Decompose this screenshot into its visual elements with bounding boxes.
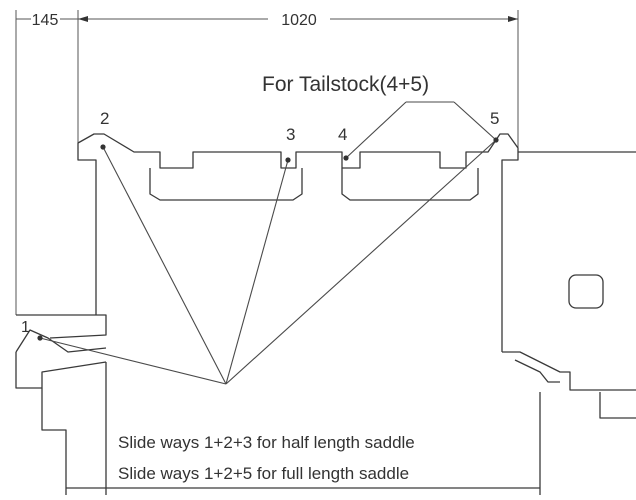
inner-slot-left: [149, 168, 303, 201]
right-lower-inner: [514, 359, 560, 383]
leader-to-way-5: [225, 139, 497, 385]
bed-top-left-profile: [77, 133, 330, 169]
note-full-length-saddle: Slide ways 1+2+5 for full length saddle: [118, 464, 409, 483]
arrowhead-left: [78, 16, 88, 22]
leader-to-way-2: [102, 146, 227, 385]
tailstock-leader-5: [453, 101, 497, 141]
left-v-way: [15, 329, 107, 353]
inner-slot-right: [341, 168, 479, 201]
right-lower-step: [502, 351, 636, 391]
way-labels: 1 2 3 4 5: [21, 109, 499, 336]
way-label-5: 5: [490, 109, 499, 128]
right-foot: [599, 392, 636, 419]
bed-top-right-profile: [330, 133, 519, 169]
left-upper-plate: [16, 314, 107, 339]
arrowhead-right: [508, 16, 518, 22]
way-2-dot: [100, 144, 106, 150]
way-dots: [37, 137, 499, 341]
left-leg: [41, 388, 67, 495]
left-way-assembly: [15, 314, 107, 495]
way-label-1: 1: [21, 319, 30, 336]
way-label-4: 4: [338, 125, 347, 144]
way-label-3: 3: [286, 125, 295, 144]
dimension-145: 145: [15, 10, 78, 315]
dimension-label-145: 145: [32, 12, 59, 29]
way-3-dot: [285, 157, 291, 163]
leader-lines: [39, 101, 497, 385]
leader-to-way-3: [225, 159, 289, 385]
left-lower-plate: [15, 352, 107, 389]
tailstock-leader-4: [345, 101, 407, 159]
leader-to-way-1: [39, 337, 227, 385]
bed-outline: [77, 133, 636, 495]
way-1-dot: [37, 335, 43, 341]
way-4-dot: [343, 155, 349, 161]
right-block-window: [568, 274, 604, 309]
dimension-label-1020: 1020: [281, 12, 317, 29]
bed-left-wall: [77, 152, 97, 315]
tailstock-callout: For Tailstock(4+5): [262, 73, 429, 96]
way-label-2: 2: [100, 109, 109, 128]
note-half-length-saddle: Slide ways 1+2+3 for half length saddle: [118, 433, 415, 452]
bed-right-wall: [501, 152, 519, 352]
dimension-1020: 1020: [77, 10, 519, 150]
way-5-dot: [493, 137, 499, 143]
